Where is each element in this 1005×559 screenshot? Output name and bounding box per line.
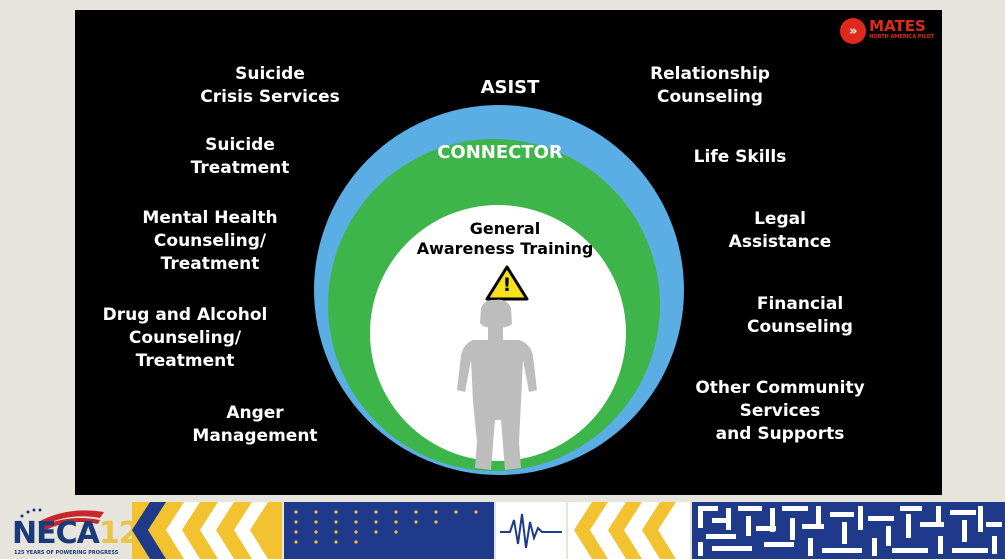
waveform-band — [496, 502, 566, 559]
chevron-pattern-band — [132, 502, 282, 559]
concentric-rings-diagram — [314, 105, 684, 475]
label-relationship-counseling: Relationship Counseling — [650, 64, 770, 107]
label-financial-counseling: Financial Counseling — [747, 294, 853, 337]
label-life-skills: Life Skills — [693, 147, 787, 167]
label-anger-management: Anger Management — [192, 403, 318, 446]
label-drug-alcohol-counseling: Drug and Alcohol Counseling/ Treatment — [102, 305, 268, 371]
label-suicide-crisis-services: Suicide Crisis Services — [200, 64, 340, 107]
neca-tagline: 125 YEARS OF POWERING PROGRESS — [14, 550, 119, 556]
connector-label: CONNECTOR — [437, 142, 563, 163]
neca-flag-icon — [20, 508, 104, 530]
worker-figure-icon — [457, 299, 537, 470]
neca-logo: NECA125 125 YEARS OF POWERING PROGRESS — [8, 502, 159, 558]
label-suicide-treatment: Suicide Treatment — [190, 135, 290, 178]
mates-logo-name: MATES — [869, 17, 926, 35]
footer-banner: NECA125 125 YEARS OF POWERING PROGRESS — [0, 500, 1005, 559]
mates-logo: » MATES NORTH AMERICA PILOT — [840, 18, 934, 44]
label-other-community-services: Other Community Services and Supports — [695, 378, 865, 444]
general-awareness-label: General Awareness Training — [416, 219, 594, 258]
label-legal-assistance: Legal Assistance — [728, 209, 832, 252]
dot-pattern-band — [284, 502, 494, 559]
neca-logo-text: NECA — [12, 516, 100, 551]
chevron-pattern-band-2 — [568, 502, 690, 559]
slide-canvas: ! ASIST CONNECTOR General Awareness Trai… — [75, 10, 942, 495]
mates-logo-subtitle: NORTH AMERICA PILOT — [869, 34, 934, 40]
maze-pattern-band — [692, 502, 1005, 559]
label-mental-health-counseling: Mental Health Counseling/ Treatment — [142, 208, 278, 274]
asist-label: ASIST — [480, 77, 540, 98]
warning-exclamation: ! — [502, 274, 512, 296]
mates-mark-icon: » — [840, 18, 867, 44]
warning-icon — [485, 265, 529, 301]
